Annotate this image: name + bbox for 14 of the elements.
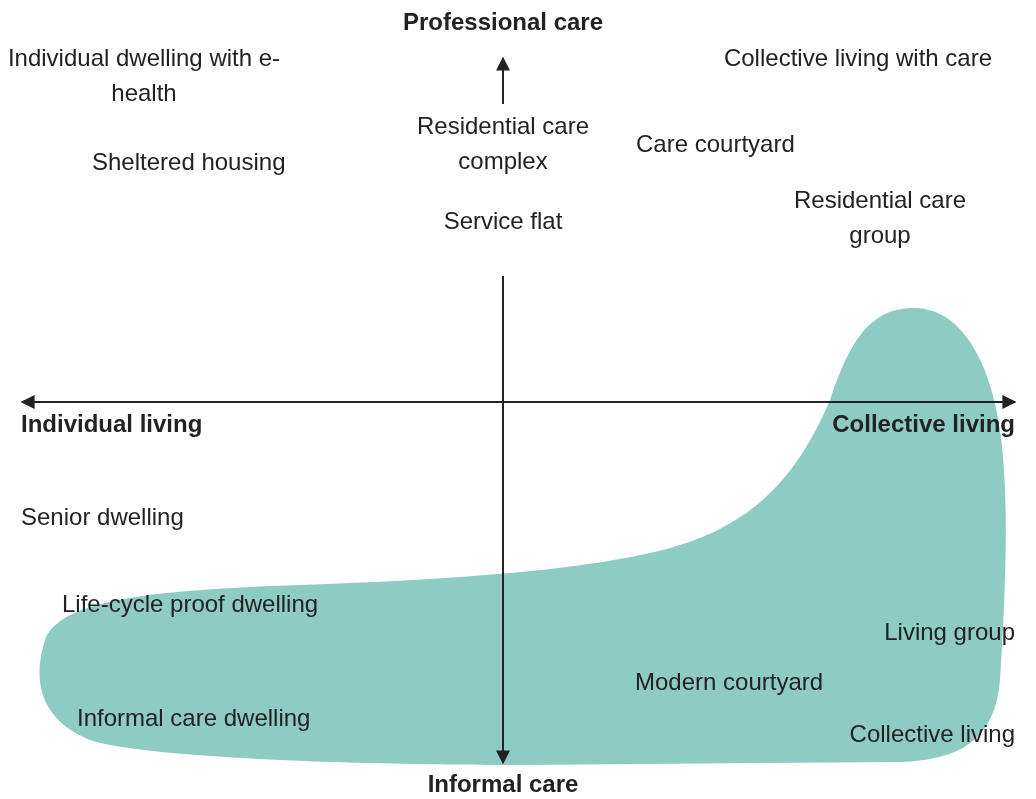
housing-type-label: Residential care group [792, 185, 968, 250]
housing-type-label: Care courtyard [636, 129, 795, 159]
housing-type-label: Residential care complex [415, 111, 591, 176]
housing-type-label: Modern courtyard [635, 667, 824, 697]
axis-label: Professional care [401, 7, 605, 37]
housing-type-label: Sheltered housing [92, 147, 286, 177]
housing-type-label: Collective living with care [722, 43, 994, 73]
housing-type-label: Individual dwelling with e-health [6, 43, 282, 108]
housing-type-label: Service flat [442, 206, 564, 236]
axis-label: Individual living [21, 409, 203, 439]
axis-label: Informal care [426, 769, 580, 799]
housing-type-label: Informal care dwelling [77, 703, 311, 733]
housing-type-label: Senior dwelling [21, 502, 184, 532]
housing-type-label: Collective living [849, 719, 1015, 749]
